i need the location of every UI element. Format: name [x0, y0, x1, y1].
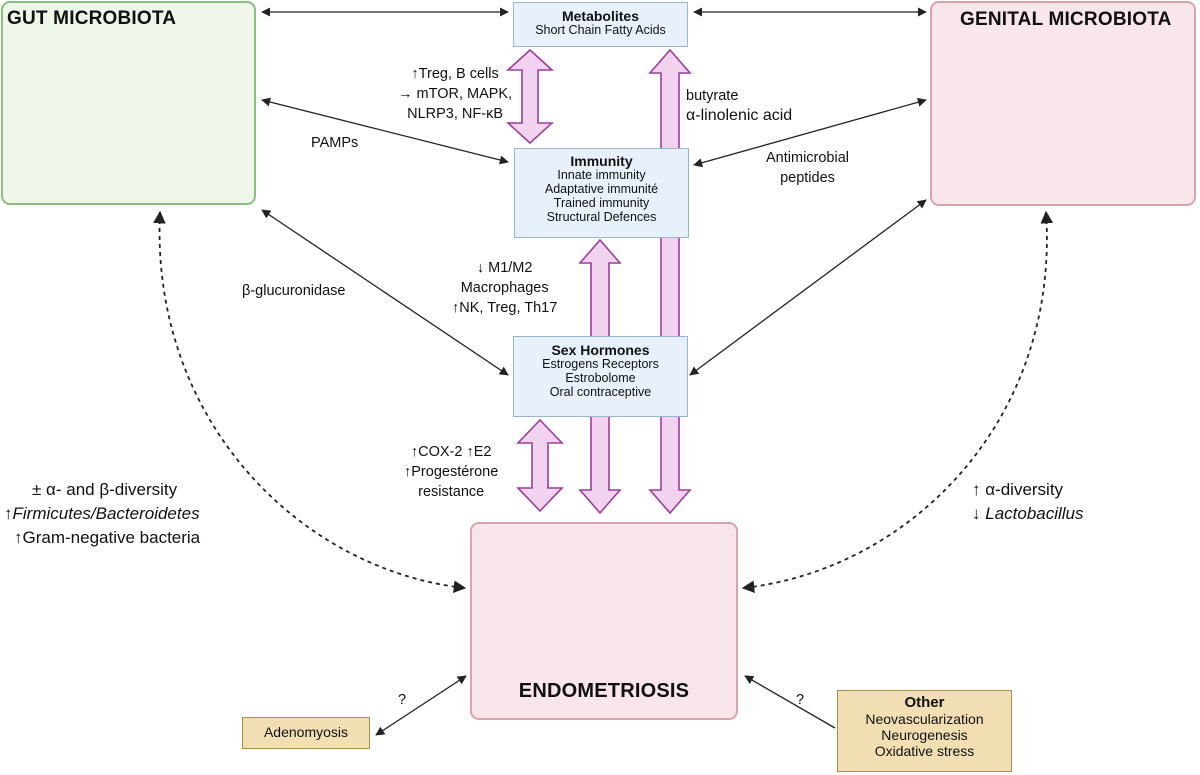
- immunity-line: Trained immunity: [553, 196, 650, 210]
- gut-changes-line: ↑Firmicutes/Bacteroidetes: [4, 502, 200, 526]
- gut-changes-line: ± α- and β-diversity: [32, 480, 178, 499]
- dashed-arrow-genital-endometriosis: [741, 210, 1054, 594]
- immunity-box: Immunity Innate immunity Adaptative immu…: [514, 148, 689, 238]
- sex-hormones-box: Sex Hormones Estrogens Receptors Estrobo…: [513, 336, 688, 417]
- pathway-arrow-hormones-endometriosis: [516, 418, 564, 513]
- adenomyosis-label: Adenomyosis: [263, 724, 349, 740]
- other-line: Oxidative stress: [874, 743, 975, 759]
- immunity-line: Innate immunity: [557, 168, 646, 182]
- genital-changes-line: ↓ Lactobacillus: [972, 502, 1084, 526]
- gut-microbiota-box: GUT MICROBIOTA: [1, 1, 256, 205]
- metabolite-list-line: α-linolenic acid: [686, 107, 793, 124]
- sex-hormones-line: Estrogens Receptors: [542, 357, 659, 371]
- endometriosis-box: ENDOMETRIOSIS: [470, 522, 738, 720]
- immune-effects-line: → mTOR, MAPK,: [398, 86, 513, 102]
- immune-effects-line: NLRP3, NF-κB: [407, 106, 504, 122]
- pamps-label: PAMPs: [311, 135, 359, 151]
- question-mark-right: ?: [796, 692, 805, 708]
- arrow-other-endometriosis: [744, 675, 836, 729]
- question-mark-left: ?: [398, 692, 407, 708]
- pathway-arrow-metabolites-endometriosis: [648, 48, 692, 515]
- metabolites-box: Metabolites Short Chain Fatty Acids: [513, 2, 688, 47]
- hormone-effects-label: ↑COX-2 ↑E2 ↑Progestérone resistance: [404, 442, 498, 502]
- gut-changes-line: ↑Gram-negative bacteria: [14, 528, 201, 547]
- genital-microbiota-title: GENITAL MICROBIOTA: [960, 9, 1172, 30]
- genital-changes-label: ↑ α-diversity ↓ Lactobacillus: [972, 478, 1084, 526]
- immune-effects-line: ↑Treg, B cells: [411, 66, 499, 82]
- sex-hormones-line: Estrobolome: [565, 371, 636, 385]
- genital-microbiota-box: GENITAL MICROBIOTA: [930, 1, 1196, 206]
- hormone-effects-line: resistance: [418, 484, 485, 500]
- arrow-genital-immunity: [693, 97, 927, 168]
- metabolite-list-line: butyrate: [686, 88, 739, 104]
- immune-effects-label: ↑Treg, B cells → mTOR, MAPK, NLRP3, NF-κ…: [398, 64, 512, 124]
- other-title: Other: [904, 694, 945, 711]
- sex-hormones-title: Sex Hormones: [551, 342, 650, 358]
- arrow-genital-hormones: [689, 199, 927, 376]
- hormone-effects-line: ↑Progestérone: [404, 464, 499, 480]
- hormone-effects-line: ↑COX-2 ↑E2: [410, 444, 492, 460]
- decrease-arrow: ↓: [972, 504, 986, 523]
- metabolites-title: Metabolites: [561, 8, 639, 24]
- immunity-line: Adaptative immunité: [544, 182, 659, 196]
- macrophages-line: Macrophages: [460, 280, 549, 296]
- macrophages-line: ↑NK, Treg, Th17: [452, 300, 558, 316]
- increase-arrow: ↑: [4, 504, 13, 523]
- metabolite-list-label: butyrate α-linolenic acid: [686, 86, 792, 126]
- metabolites-line: Short Chain Fatty Acids: [535, 23, 666, 37]
- glucuronidase-label: β-glucuronidase: [242, 283, 346, 299]
- other-line: Neurogenesis: [881, 727, 968, 743]
- immunity-title: Immunity: [570, 153, 633, 169]
- antimicrobial-line: peptides: [780, 170, 835, 186]
- arrow-adenomyosis-endometriosis: [375, 675, 467, 736]
- lactobacillus: Lactobacillus: [985, 504, 1084, 523]
- pathway-arrow-metabolites-immunity: [505, 48, 555, 145]
- arrow-gut-immunity: [261, 97, 509, 165]
- sex-hormones-line: Oral contraceptive: [549, 385, 652, 399]
- firmicutes-bacteroidetes: Firmicutes/Bacteroidetes: [12, 504, 200, 523]
- immunity-line: Structural Defences: [546, 210, 657, 224]
- macrophages-label: ↓ M1/M2 Macrophages ↑NK, Treg, Th17: [452, 258, 557, 318]
- adenomyosis-box: Adenomyosis: [242, 717, 370, 749]
- gut-microbiota-title: GUT MICROBIOTA: [7, 8, 177, 29]
- antimicrobial-peptides-label: Antimicrobial peptides: [766, 148, 849, 188]
- dashed-arrow-gut-endometriosis: [153, 210, 467, 594]
- genital-changes-line: ↑ α-diversity: [972, 480, 1064, 499]
- other-factors-box: Other Neovascularization Neurogenesis Ox…: [837, 690, 1012, 772]
- macrophages-line: ↓ M1/M2: [476, 260, 533, 276]
- gut-changes-label: ± α- and β-diversity ↑Firmicutes/Bactero…: [4, 478, 200, 550]
- endometriosis-title: ENDOMETRIOSIS: [518, 680, 690, 702]
- other-line: Neovascularization: [865, 711, 984, 727]
- antimicrobial-line: Antimicrobial: [766, 150, 849, 166]
